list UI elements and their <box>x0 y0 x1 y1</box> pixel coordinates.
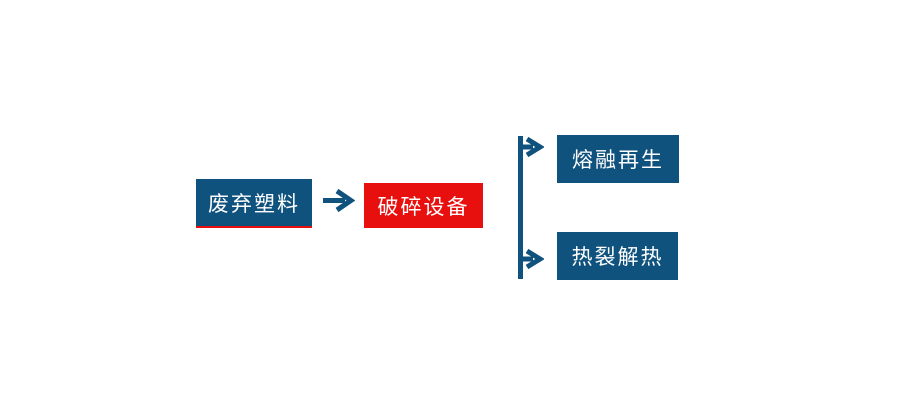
branch-bottom-arrowhead-icon <box>525 248 544 270</box>
flow-node-waste-plastic: 废弃塑料 <box>196 179 312 228</box>
flow-node-label: 热裂解热 <box>571 245 664 269</box>
right-arrow-icon <box>323 188 355 213</box>
flow-node-label: 废弃塑料 <box>208 191 300 216</box>
flow-node-label: 熔融再生 <box>572 148 664 172</box>
branch-top-arrowhead-icon <box>525 136 544 158</box>
flow-node-melt-regeneration: 熔融再生 <box>557 135 679 183</box>
flow-node-pyrolysis: 热裂解热 <box>557 232 678 280</box>
branch-connector <box>518 136 544 279</box>
flow-node-crushing-equipment: 破碎设备 <box>364 183 483 228</box>
flow-node-label: 破碎设备 <box>377 194 470 219</box>
